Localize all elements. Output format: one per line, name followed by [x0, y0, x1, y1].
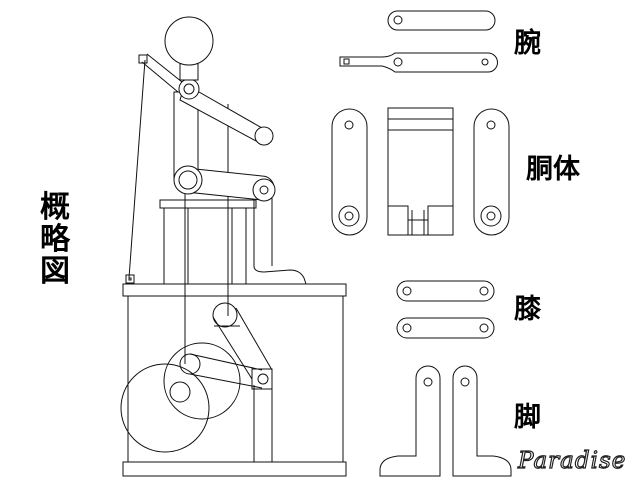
knee-pin [259, 185, 269, 195]
knee-part-1-hole-a [402, 286, 412, 296]
leg-part-left [379, 365, 441, 477]
crank-circle [212, 302, 238, 328]
seat-top [159, 199, 257, 209]
arm-parts [339, 10, 498, 73]
leg-parts [379, 365, 512, 477]
cam-wheel [163, 342, 241, 420]
overview-label: 概 略 図 [38, 192, 72, 288]
forearm-a [146, 53, 183, 83]
knee-part-2 [396, 317, 495, 339]
overview-assembly [120, 16, 347, 477]
shoulder-joint-inner [183, 83, 195, 95]
torso-side-right [473, 108, 510, 236]
knee-part-2-hole-a [402, 323, 412, 333]
belt-top [189, 353, 263, 371]
pulley-block [251, 368, 273, 390]
torso-side-left-pin [344, 211, 354, 221]
knee-joint [252, 178, 276, 202]
arm-part-2-hole [393, 57, 403, 67]
arm-part-1-hole [393, 15, 403, 25]
torso-parts [331, 107, 510, 236]
leg-part-right-hole [460, 377, 470, 387]
overview-label-char-2: 略 [40, 222, 70, 257]
knee-parts [396, 280, 495, 339]
crank-link-a [212, 316, 253, 380]
leg-part-left-hole [423, 377, 433, 387]
forearm-b [141, 61, 179, 93]
torso-side-left-top-hole [344, 120, 354, 130]
base-top-plate [122, 283, 347, 297]
leg-label: 脚 [514, 402, 541, 433]
string-anchor [125, 274, 135, 284]
knee-part-2-hole-b [479, 323, 489, 333]
arm-part-2-tip [343, 58, 350, 65]
arm-label: 腕 [514, 28, 541, 59]
arm-part-2 [339, 52, 498, 73]
pull-string [128, 59, 146, 279]
pulley [257, 373, 269, 385]
large-drive-wheel [120, 363, 210, 453]
base-bottom-plate [122, 461, 347, 477]
knee-label: 膝 [514, 294, 541, 325]
drive-wheel-hub [169, 381, 191, 403]
arm-part-1 [387, 10, 496, 31]
lower-leg [253, 192, 307, 285]
torso-side-right-joint [480, 205, 502, 227]
hip-joint-outer [173, 165, 203, 195]
string-anchor-dot [128, 277, 132, 281]
cam-wheel-hub [179, 353, 201, 375]
belt-bottom [189, 373, 263, 389]
head [164, 16, 214, 66]
torso-side-left-joint [338, 205, 360, 227]
overview-label-char-1: 概 [40, 190, 70, 225]
torso-side-right-top-hole [486, 120, 496, 130]
overview-label-char-3: 図 [40, 254, 70, 289]
leg-part-right [452, 365, 512, 477]
brand-logo: Paradise [517, 447, 627, 474]
arm-part-2-hole-b [481, 58, 489, 66]
knee-part-1 [396, 280, 495, 302]
torso-side-left [331, 108, 368, 236]
torso-side-right-pin [486, 211, 496, 221]
torso-center-slot [388, 205, 453, 221]
shoulder-joint-outer [178, 78, 200, 100]
torso-label: 胴体 [526, 154, 580, 185]
hand-tip [138, 54, 148, 64]
torso-center [387, 107, 454, 236]
hip-joint-inner [178, 170, 198, 190]
elbow-joint [254, 126, 274, 146]
knee-part-1-hole-b [479, 286, 489, 296]
crank-link-b [235, 307, 273, 371]
